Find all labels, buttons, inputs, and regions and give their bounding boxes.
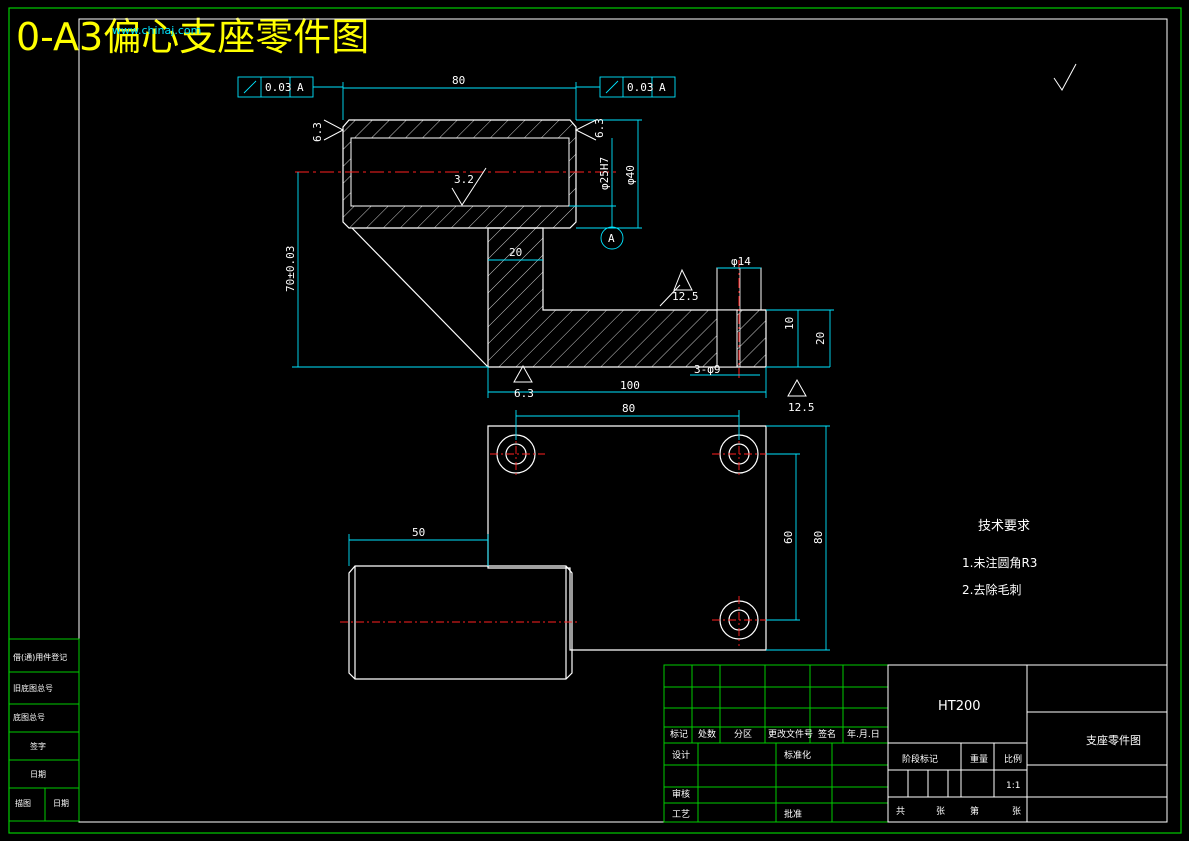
left-footer-1: 描图 xyxy=(15,798,31,808)
dim-base-length: 100 xyxy=(620,379,640,392)
tech-req-item-2: 2.去除毛刺 xyxy=(962,582,1021,597)
roughness-r3: 3.2 xyxy=(454,173,474,186)
datum-label: A xyxy=(608,232,615,245)
tb-header-4: 更改文件号 xyxy=(768,728,813,740)
dim-hole-spacing-y: 60 xyxy=(782,531,795,544)
tb-process: 工艺 xyxy=(672,809,690,820)
front-view xyxy=(295,119,767,380)
left-label-5: 日期 xyxy=(30,770,46,779)
roughness-symbols xyxy=(323,63,1077,397)
tb-sheet-unit: 张 xyxy=(936,806,945,817)
runout-datum-right: A xyxy=(659,81,666,94)
watermark: www.chinaj.com xyxy=(112,24,201,37)
left-footer-2: 日期 xyxy=(53,799,69,808)
dim-bore: φ25H7 xyxy=(598,157,611,190)
dim-hole-spacing-x: 80 xyxy=(622,402,635,415)
top-view-centerlines xyxy=(340,430,767,646)
tb-sheet-no: 第 xyxy=(970,805,979,817)
dim-counterbore-depth: 10 xyxy=(783,317,796,330)
dim-boss-offset: 50 xyxy=(412,526,425,539)
tb-review: 审核 xyxy=(672,788,690,800)
tb-header-3: 分区 xyxy=(734,729,752,740)
dim-holes: 3-φ9 xyxy=(694,363,721,376)
tb-approve: 批准 xyxy=(784,808,802,820)
runout-value-right: 0.03 xyxy=(627,81,654,94)
left-label-2: 旧底图总号 xyxy=(13,683,53,693)
title-block xyxy=(663,664,1168,823)
roughness-r1: 6.3 xyxy=(311,122,324,142)
inner-frame xyxy=(78,18,1168,823)
top-view xyxy=(348,425,767,680)
tb-scale-value: 1:1 xyxy=(1006,781,1020,791)
outer-frame xyxy=(8,7,1182,834)
dim-width: 80 xyxy=(812,531,825,544)
top-dimensions xyxy=(348,410,830,651)
left-block xyxy=(8,638,80,822)
roughness-r2: 6.3 xyxy=(593,118,606,138)
dim-base-thickness: 20 xyxy=(814,332,827,345)
tb-design: 设计 xyxy=(672,749,690,761)
roughness-r5: 6.3 xyxy=(514,387,534,400)
tb-scale-label: 比例 xyxy=(1004,753,1022,765)
tb-material: HT200 xyxy=(938,699,981,714)
runout-datum-left: A xyxy=(297,81,304,94)
dim-top-length: 80 xyxy=(452,74,465,87)
tb-standard: 标准化 xyxy=(784,749,811,761)
left-label-1: 借(通)用件登记 xyxy=(13,652,67,662)
tb-header-5: 签名 xyxy=(818,728,836,740)
tb-sheet-unit2: 张 xyxy=(1012,806,1021,817)
dim-hole-dia: φ14 xyxy=(731,255,751,268)
tb-header-2: 处数 xyxy=(698,728,716,740)
tb-sheet-total: 共 xyxy=(896,806,905,817)
roughness-r6: 12.5 xyxy=(788,401,815,414)
tb-header-6: 年.月.日 xyxy=(847,728,880,740)
tb-header-1: 标记 xyxy=(670,728,688,740)
runout-value-left: 0.03 xyxy=(265,81,292,94)
sheet-title: 0-A3偏心支座零件图 xyxy=(16,15,370,59)
tb-stage-label: 阶段标记 xyxy=(902,753,938,765)
dim-height: 70±0.03 xyxy=(284,246,297,292)
front-dimensions xyxy=(237,76,834,398)
tech-req-title: 技术要求 xyxy=(978,519,1030,534)
dim-web: 20 xyxy=(509,246,522,259)
tb-weight-label: 重量 xyxy=(970,753,988,765)
left-label-4: 签字 xyxy=(30,741,46,751)
roughness-r4: 12.5 xyxy=(672,290,699,303)
left-label-3: 底图总号 xyxy=(13,712,45,722)
dim-outer: φ40 xyxy=(624,165,637,185)
tb-part-name: 支座零件图 xyxy=(1086,733,1141,747)
tech-req-item-1: 1.未注圆角R3 xyxy=(962,555,1037,570)
